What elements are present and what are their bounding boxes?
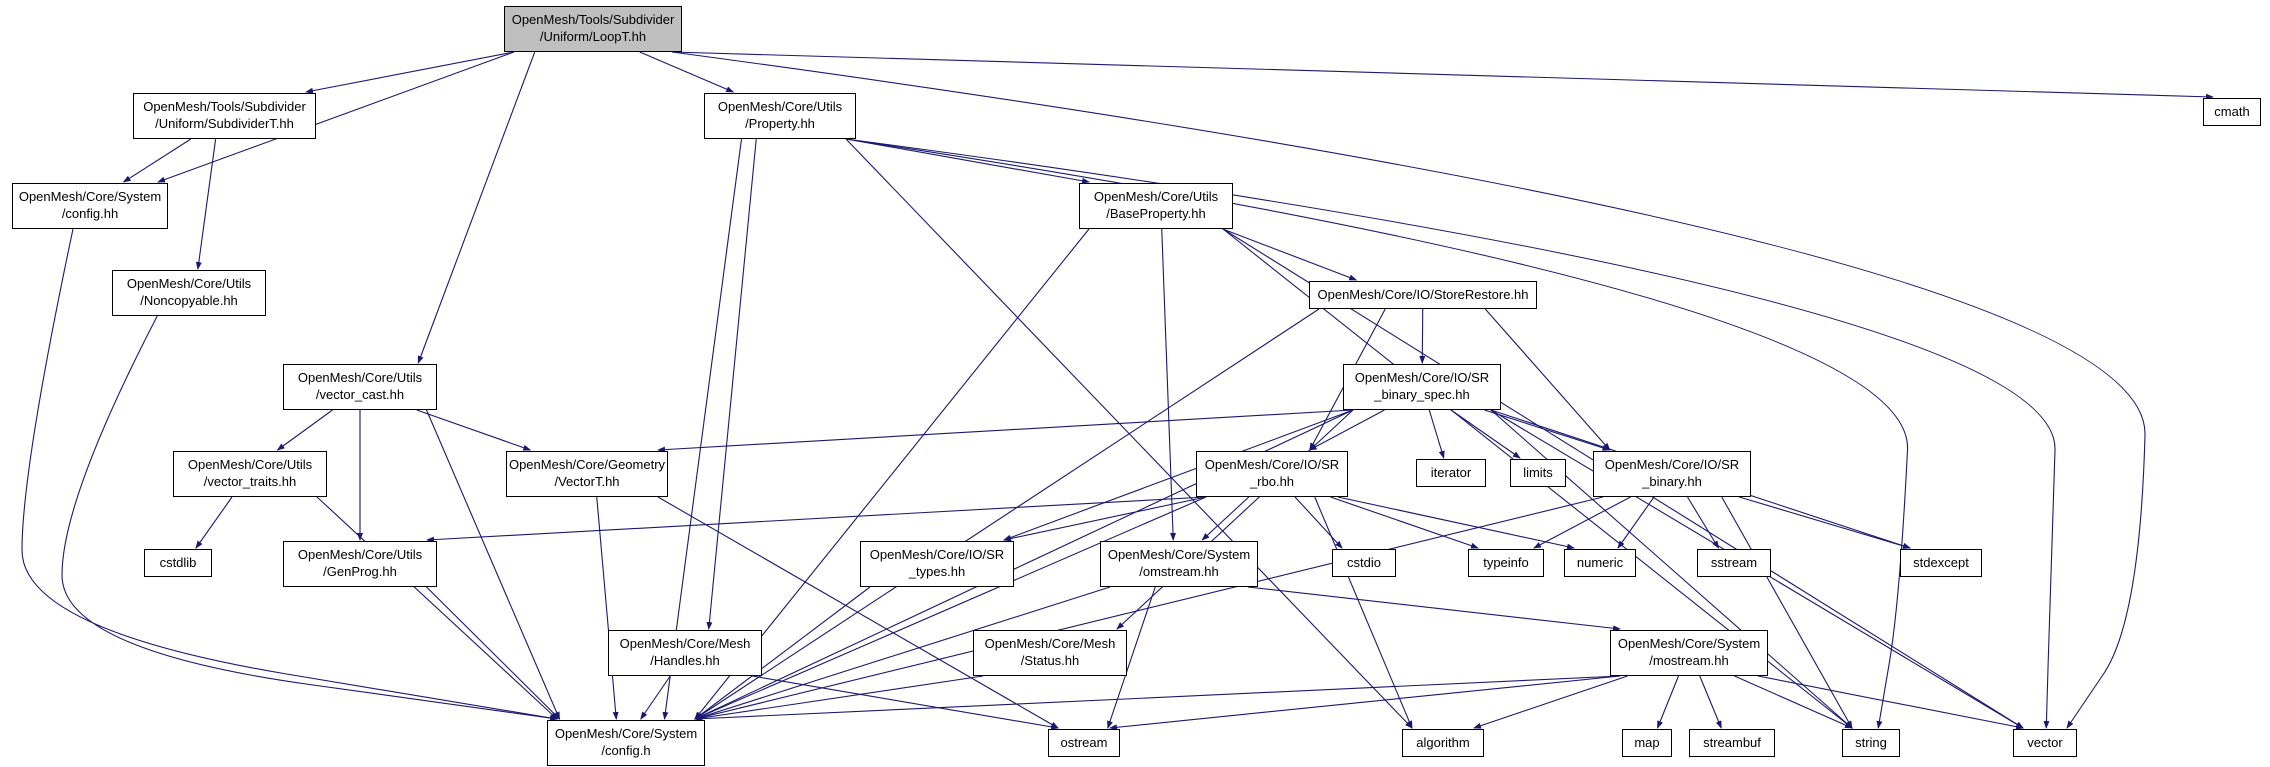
include-edge-sr_rbo-to-genprog (426, 496, 1207, 543)
graph-node-cstdlib[interactable]: cstdlib (144, 549, 212, 577)
include-edge-handles-to-config_h (640, 675, 671, 720)
include-edge-vectort-to-config_h (596, 496, 619, 720)
graph-node-cmath[interactable]: cmath (2203, 98, 2261, 126)
graph-node-string[interactable]: string (1842, 729, 1900, 757)
include-edge-sr_binary_spec-to-sr_binary (1484, 409, 1611, 451)
include-edge-vector_traits-to-config_h (316, 496, 558, 720)
include-edge-mostream-to-streambuf (1699, 675, 1722, 729)
graph-node-streambuf[interactable]: streambuf (1689, 729, 1775, 757)
include-edge-loopt-to-subdividert (305, 51, 515, 94)
include-edge-baseproperty-to-omstream (1161, 228, 1176, 541)
graph-node-mostream[interactable]: OpenMesh/Core/System /mostream.hh (1610, 630, 1768, 676)
graph-node-algorithm[interactable]: algorithm (1402, 729, 1484, 757)
graph-node-loopt[interactable]: OpenMesh/Tools/Subdivider /Uniform/LoopT… (504, 6, 682, 52)
include-edge-omstream-to-ostream (1107, 586, 1156, 729)
include-edge-mostream-to-ostream (1109, 675, 1621, 731)
include-edge-subdividert-to-config_hh (122, 138, 192, 183)
graph-node-sr_types[interactable]: OpenMesh/Core/IO/SR _types.hh (860, 541, 1014, 587)
include-edge-property-to-config_h (662, 138, 743, 720)
graph-node-config_h[interactable]: OpenMesh/Core/System /config.h (547, 720, 705, 766)
include-edge-sr_types-to-config_h (694, 586, 871, 720)
include-edge-vector_cast-to-vector_traits (276, 409, 333, 451)
include-edge-sr_binary-to-numeric (1617, 496, 1655, 549)
graph-node-omstream[interactable]: OpenMesh/Core/System /omstream.hh (1100, 541, 1258, 587)
include-edge-sr_binary_spec-to-sr_types (1003, 409, 1354, 541)
include-edge-loopt-to-vector_cast (417, 51, 536, 364)
include-edge-loopt-to-property (639, 51, 735, 93)
graph-node-status[interactable]: OpenMesh/Core/Mesh /Status.hh (973, 630, 1127, 676)
include-edge-baseproperty-to-storerestore (1222, 228, 1358, 281)
include-edge-sr_rbo-to-numeric (1337, 496, 1575, 550)
include-edge-mostream-to-algorithm (1473, 675, 1628, 729)
graph-node-config_hh[interactable]: OpenMesh/Core/System /config.hh (12, 183, 168, 229)
include-edge-sr_binary_spec-to-iterator (1428, 409, 1445, 459)
graph-node-sr_binary_spec[interactable]: OpenMesh/Core/IO/SR _binary_spec.hh (1343, 364, 1501, 410)
include-edge-loopt-to-config_hh (157, 51, 515, 183)
graph-node-numeric[interactable]: numeric (1564, 549, 1636, 577)
include-edge-mostream-to-config_h (694, 675, 1621, 722)
graph-node-sr_binary[interactable]: OpenMesh/Core/IO/SR _binary.hh (1593, 451, 1751, 497)
include-edge-omstream-to-config_h (694, 586, 1111, 720)
include-edge-sr_binary_spec-to-vectort (657, 409, 1354, 453)
include-edge-config_hh-to-config_h (21, 228, 558, 721)
graph-node-stdexcept[interactable]: stdexcept (1900, 549, 1982, 577)
graph-node-genprog[interactable]: OpenMesh/Core/Utils /GenProg.hh (283, 541, 437, 587)
include-edge-vector_cast-to-vectort (416, 409, 532, 451)
include-edge-sr_binary-to-config_h (694, 496, 1604, 721)
graph-node-vector_cast[interactable]: OpenMesh/Core/Utils /vector_cast.hh (283, 364, 437, 410)
include-edge-mostream-to-vector (1757, 675, 2024, 730)
graph-node-property[interactable]: OpenMesh/Core/Utils /Property.hh (704, 93, 856, 139)
graph-node-map[interactable]: map (1622, 729, 1672, 757)
graph-node-iterator[interactable]: iterator (1416, 459, 1486, 487)
include-edge-vector_cast-to-config_h (425, 409, 561, 720)
include-edge-sr_binary-to-sstream (1687, 496, 1720, 549)
include-edge-subdividert-to-noncopyable (195, 138, 217, 270)
include-edge-vector_traits-to-cstdlib (195, 496, 233, 549)
graph-node-vector_traits[interactable]: OpenMesh/Core/Utils /vector_traits.hh (173, 451, 327, 497)
include-edge-mostream-to-string (1734, 675, 1853, 729)
include-edge-sr_binary_spec-to-limits (1450, 409, 1521, 459)
include-edge-sr_rbo-to-algorithm (1314, 496, 1413, 729)
graph-node-sstream[interactable]: sstream (1697, 549, 1771, 577)
graph-node-ostream[interactable]: ostream (1048, 729, 1120, 757)
include-edge-handles-to-ostream (751, 675, 1059, 730)
include-edge-sr_rbo-to-typeinfo (1330, 496, 1479, 549)
graph-node-vector[interactable]: vector (2013, 729, 2077, 757)
include-edge-status-to-config_h (694, 675, 984, 721)
graph-node-sr_rbo[interactable]: OpenMesh/Core/IO/SR _rbo.hh (1196, 451, 1348, 497)
include-edge-sr_rbo-to-config_h (694, 496, 1207, 720)
include-edge-sr_rbo-to-omstream (1201, 496, 1250, 541)
graph-node-limits[interactable]: limits (1510, 459, 1566, 487)
include-edge-sr_binary-to-string (1721, 496, 1853, 729)
include-edge-property-to-handles (706, 138, 757, 630)
include-edge-property-to-vector (845, 138, 2056, 729)
include-edge-mostream-to-map (1656, 675, 1680, 729)
include-edge-storerestore-to-sr_binary_spec (1419, 308, 1426, 364)
graph-node-cstdio[interactable]: cstdio (1332, 549, 1396, 577)
graph-node-noncopyable[interactable]: OpenMesh/Core/Utils /Noncopyable.hh (112, 270, 266, 316)
include-edge-storerestore-to-config_h (694, 308, 1320, 720)
graph-node-subdividert[interactable]: OpenMesh/Tools/Subdivider /Uniform/Subdi… (133, 93, 316, 139)
graph-node-baseproperty[interactable]: OpenMesh/Core/Utils /BaseProperty.hh (1079, 183, 1233, 229)
include-edge-omstream-to-mostream (1247, 586, 1621, 632)
include-edge-sr_rbo-to-cstdio (1294, 496, 1343, 549)
include-edge-storerestore-to-sr_binary (1484, 308, 1611, 451)
include-edge-property-to-string (845, 138, 1909, 729)
include-edge-sr_rbo-to-sr_types (1003, 496, 1207, 542)
graph-node-vectort[interactable]: OpenMesh/Core/Geometry /VectorT.hh (506, 451, 668, 497)
include-edge-sr_binary-to-typeinfo (1533, 496, 1631, 549)
include-edge-sr_binary-to-stdexcept (1739, 496, 1911, 549)
graph-node-typeinfo[interactable]: typeinfo (1468, 549, 1544, 577)
include-edge-noncopyable-to-config_h (61, 315, 558, 722)
include-edge-sr_binary_spec-to-sr_rbo (1308, 409, 1385, 451)
include-edge-loopt-to-vector (671, 51, 2146, 729)
include-edge-property-to-baseproperty (845, 138, 1090, 184)
graph-node-handles[interactable]: OpenMesh/Core/Mesh /Handles.hh (608, 630, 762, 676)
include-edge-loopt-to-cmath (671, 51, 2214, 100)
include-edge-genprog-to-config_h (426, 586, 561, 720)
graph-node-storerestore[interactable]: OpenMesh/Core/IO/StoreRestore.hh (1309, 281, 1537, 309)
include-edge-vectort-to-ostream (657, 496, 1059, 729)
